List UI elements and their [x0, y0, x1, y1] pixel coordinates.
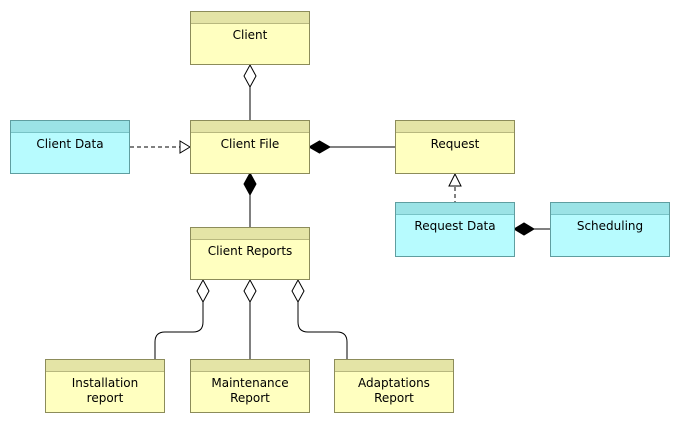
client-data-node[interactable]: Client Data — [10, 120, 130, 174]
realization-arrowhead-request — [448, 172, 462, 187]
composition-diamond-client-reports — [243, 171, 257, 197]
client-node-header — [191, 12, 309, 24]
adaptations-report-node-label: Adaptations Report — [358, 376, 430, 405]
client-node[interactable]: Client — [190, 11, 310, 65]
request-node-header — [396, 121, 514, 133]
installation-report-node[interactable]: Installation report — [45, 359, 165, 413]
aggregation-diamond-maintenance — [243, 278, 257, 304]
installation-report-node-label: Installation report — [71, 376, 139, 405]
adaptations-report-node[interactable]: Adaptations Report — [334, 359, 454, 413]
client-data-node-label: Client Data — [36, 137, 104, 151]
client-reports-node-header — [191, 228, 309, 240]
request-node-label: Request — [430, 137, 480, 151]
request-data-node[interactable]: Request Data — [395, 202, 515, 257]
composition-diamond-request — [307, 140, 332, 154]
maintenance-report-node[interactable]: Maintenance Report — [190, 359, 310, 413]
client-node-label: Client — [232, 28, 268, 42]
composition-diamond-scheduling — [513, 222, 535, 236]
adaptations-report-node-header — [335, 360, 453, 372]
maintenance-report-node-header — [191, 360, 309, 372]
aggregation-line-adaptations — [297, 302, 348, 359]
request-data-node-label: Request Data — [414, 219, 496, 233]
scheduling-node[interactable]: Scheduling — [550, 202, 670, 257]
maintenance-report-node-label: Maintenance Report — [211, 376, 289, 405]
client-file-node[interactable]: Client File — [190, 120, 310, 174]
client-file-node-label: Client File — [220, 137, 280, 151]
scheduling-node-header — [551, 203, 669, 215]
client-reports-node-label: Client Reports — [207, 244, 293, 258]
scheduling-node-label: Scheduling — [576, 219, 644, 233]
request-data-node-header — [396, 203, 514, 215]
realization-arrowhead-client-file — [179, 140, 191, 154]
installation-report-node-header — [46, 360, 164, 372]
client-reports-node[interactable]: Client Reports — [190, 227, 310, 280]
aggregation-diamond-installation — [196, 278, 210, 304]
request-node[interactable]: Request — [395, 120, 515, 174]
client-data-node-header — [11, 121, 129, 133]
aggregation-diamond-client — [243, 63, 257, 89]
aggregation-diamond-adaptations — [291, 278, 305, 304]
aggregation-line-installation — [154, 302, 204, 359]
client-file-node-header — [191, 121, 309, 133]
